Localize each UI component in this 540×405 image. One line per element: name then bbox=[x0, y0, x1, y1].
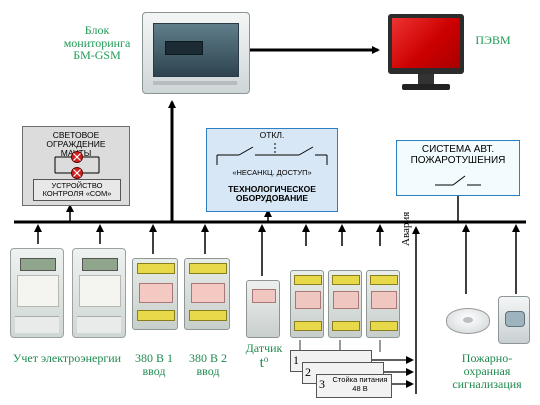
relay-input-2 bbox=[184, 258, 230, 330]
rack-module-2 bbox=[328, 270, 362, 338]
energy-meter-2 bbox=[72, 248, 126, 338]
fire-system-title: СИСТЕМА АВТ. ПОЖАРОТУШЕНИЯ bbox=[410, 144, 506, 166]
rack-module-3 bbox=[366, 270, 400, 338]
pc-monitor bbox=[388, 14, 464, 74]
input1-caption: 380 В 1 ввод bbox=[134, 351, 173, 379]
monitor-base bbox=[402, 84, 450, 90]
input2-caption: 380 В 2 ввод bbox=[188, 351, 227, 379]
switch-contacts-icon bbox=[216, 143, 328, 165]
fire-switch-icon bbox=[435, 175, 481, 186]
motion-detector bbox=[498, 296, 530, 344]
tech-equipment-title: ТЕХНОЛОГИЧЕСКОЕ ОБОРУДОВАНИЕ bbox=[228, 184, 316, 203]
power-rack-card-3: 3 Стойка питания 48 В bbox=[316, 374, 392, 398]
power-rack-label: Стойка питания 48 В bbox=[332, 375, 388, 393]
rack-module-1 bbox=[290, 270, 324, 338]
energy-caption: Учет электроэнергии bbox=[12, 351, 122, 365]
smoke-detector bbox=[446, 308, 490, 334]
sensor-caption: Датчик to bbox=[245, 341, 283, 372]
pc-label: ПЭВМ bbox=[475, 33, 511, 47]
monitor-screen bbox=[392, 18, 460, 68]
warning-lamps-icon bbox=[54, 151, 100, 179]
gsm-cabinet bbox=[142, 12, 250, 94]
alarm-label: Авария bbox=[400, 211, 412, 246]
relay-input-1 bbox=[132, 258, 178, 330]
fire-system-box: СИСТЕМА АВТ. ПОЖАРОТУШЕНИЯ bbox=[396, 140, 520, 196]
switch-off-label: ОТКЛ. bbox=[259, 130, 285, 140]
fire-alarm-caption: Пожарно-охранная сигнализация bbox=[452, 351, 522, 392]
energy-meter-1 bbox=[10, 248, 64, 338]
monitor-stand bbox=[418, 74, 434, 84]
temperature-sensor bbox=[246, 280, 280, 338]
som-device-box: УСТРОЙСТВО КОНТРОЛЯ «СОМ» bbox=[33, 179, 121, 201]
gsm-block-label: Блок мониторинга БМ-GSM bbox=[63, 23, 131, 63]
tech-equipment-box: ОТКЛ. «НЕСАНКЦ. ДОСТУП» ТЕХНОЛОГИЧЕСКОЕ … bbox=[206, 128, 338, 212]
mast-lighting-box: СВЕТОВОЕ ОГРАЖДЕНИЕ МАЧТЫ УСТРОЙСТВО КОН… bbox=[22, 126, 130, 206]
unauthorized-access-label: «НЕСАНКЦ. ДОСТУП» bbox=[232, 168, 312, 177]
